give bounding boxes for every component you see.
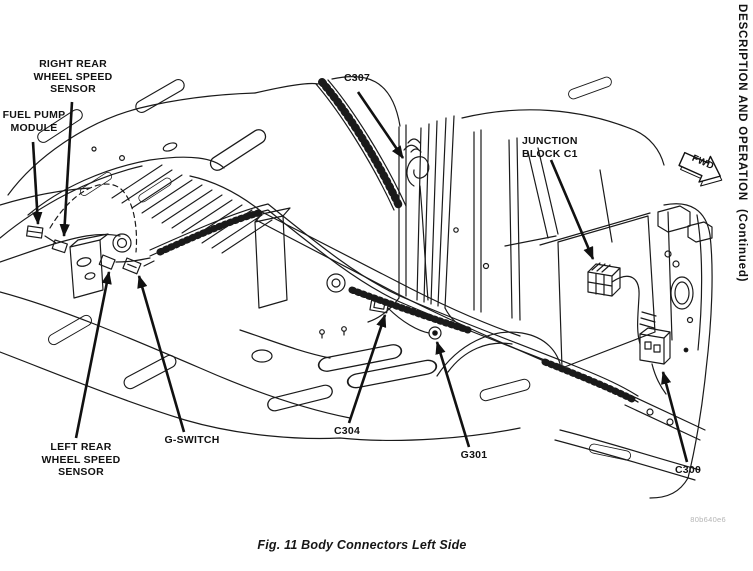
label-right-rear-wheel-speed-sensor: RIGHT REAR WHEEL SPEED SENSOR <box>33 58 113 95</box>
label-junction-block-c1: JUNCTION BLOCK C1 <box>522 135 578 160</box>
junction-block-c1 <box>587 262 621 297</box>
leader-arrows <box>31 91 689 463</box>
left-connectors <box>26 183 155 275</box>
c307-connector <box>403 144 430 187</box>
label-c304: C304 <box>333 425 361 437</box>
c304-connector <box>369 297 390 314</box>
label-c300: C300 <box>674 464 702 476</box>
vehicle-body-art <box>0 75 713 499</box>
label-c307: C307 <box>343 72 371 84</box>
label-fuel-pump-module: FUEL PUMP MODULE <box>2 109 66 134</box>
figure-part-code: 80b640e6 <box>690 515 726 524</box>
c300-connector <box>639 327 671 365</box>
wiring-harness <box>149 185 639 404</box>
page-section-header-vertical: DESCRIPTION AND OPERATION (Continued) <box>736 4 748 283</box>
g301-ground <box>428 326 442 340</box>
label-g-switch: G-SWITCH <box>164 434 220 446</box>
label-g301: G301 <box>460 449 488 461</box>
fwd-arrow-icon <box>678 151 723 187</box>
label-left-rear-wheel-speed-sensor: LEFT REAR WHEEL SPEED SENSOR <box>41 441 121 478</box>
figure-caption: Fig. 11 Body Connectors Left Side <box>257 538 467 552</box>
